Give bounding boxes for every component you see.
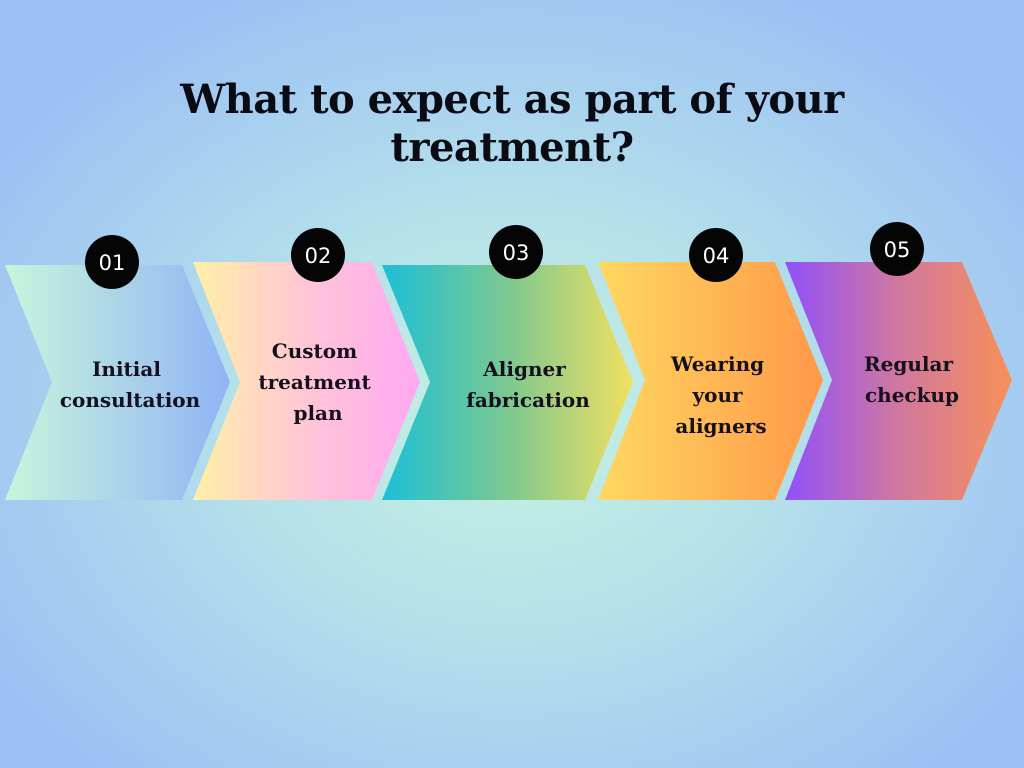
step-label: Wearing your aligners: [670, 352, 771, 438]
chevron-shape: [382, 265, 633, 500]
chevron-shape: [193, 262, 420, 500]
step-number: 03: [503, 241, 530, 265]
step-number-badge: [85, 235, 139, 289]
step-number-badge: [489, 225, 543, 279]
step-number: 02: [305, 244, 332, 268]
title-line-2: treatment?: [390, 124, 634, 171]
step-label: Initial consultation: [60, 357, 201, 412]
step-number-badge: [870, 222, 924, 276]
step-4: 04 Wearing your aligners: [598, 228, 823, 500]
step-number: 01: [99, 251, 126, 275]
step-label: Regular checkup: [864, 352, 960, 407]
chevron-shape: [598, 262, 823, 500]
chevron-shape: [5, 265, 230, 500]
step-number: 05: [884, 238, 911, 262]
step-number-badge: [689, 228, 743, 282]
step-label: Custom treatment plan: [258, 339, 377, 425]
title-line-1: What to expect as part of your: [180, 76, 844, 123]
step-5: 05 Regular checkup: [785, 222, 1012, 500]
chevron-shape: [785, 262, 1012, 500]
step-number: 04: [703, 244, 730, 268]
step-1: 01 Initial consultation: [5, 235, 230, 500]
step-2: 02 Custom treatment plan: [193, 228, 420, 500]
step-3: 03 Aligner fabrication: [382, 225, 633, 500]
step-number-badge: [291, 228, 345, 282]
page-title: What to expect as part of your treatment…: [0, 76, 1024, 172]
step-label: Aligner fabrication: [466, 357, 590, 412]
